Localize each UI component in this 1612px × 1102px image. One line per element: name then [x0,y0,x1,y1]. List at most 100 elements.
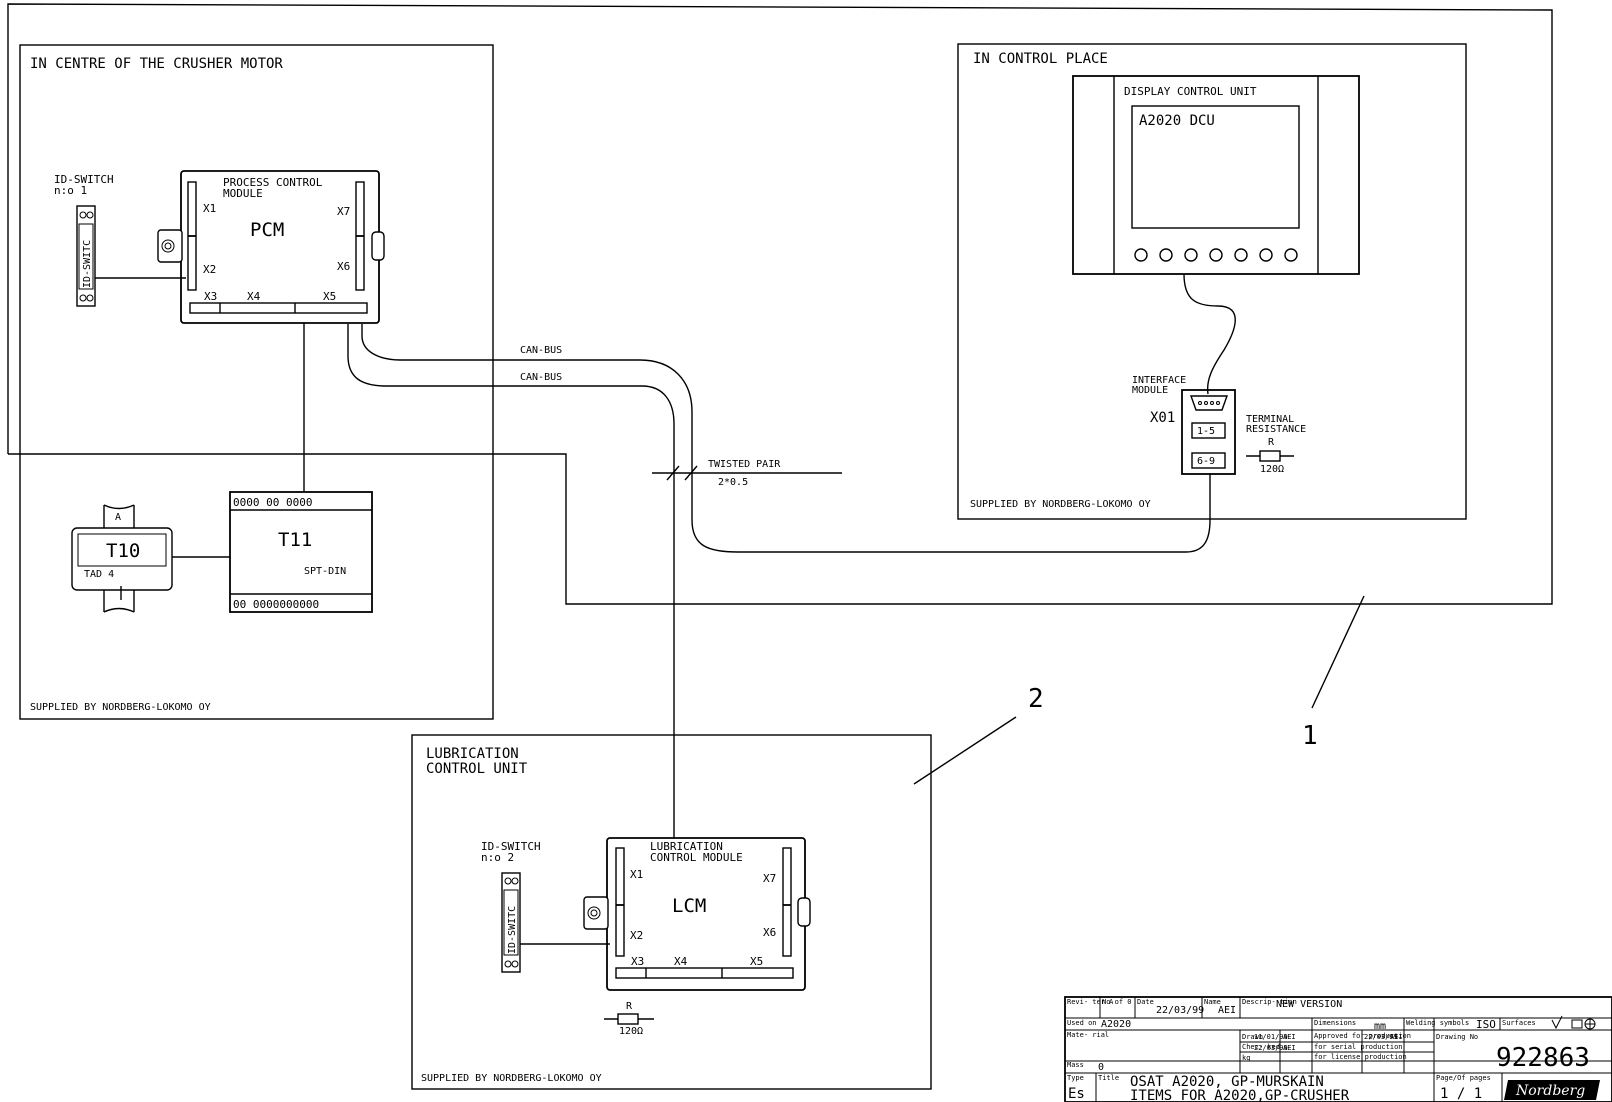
lubrication-title-1: LUBRICATION [426,746,519,762]
tb-dimensions-label: Dimensions [1314,1019,1356,1027]
interface-label-2: MODULE [1132,385,1168,396]
twisted-pair-tick-2 [684,465,698,481]
pcm-port-x5: X5 [323,290,336,303]
callout-2-leader [913,716,1017,785]
t11-name: T11 [278,529,312,551]
surface-symbol-icon [1551,1015,1596,1030]
tb-approved-label: Approved for production [1314,1032,1411,1040]
tb-approved-date: 22/03/99 [1364,1033,1398,1041]
wire-dcu-interface [1183,273,1236,395]
id-switch-1-label: ID-SWITCH [54,173,114,186]
t10-sub: TAD 4 [84,569,114,580]
terminal-label-1: TERMINAL [1246,414,1294,425]
terminal-label-2: RESISTANCE [1246,424,1306,435]
interface-module [1181,389,1236,475]
t11-terminals-top: 0000 00 0000 [233,496,312,509]
interface-pin-6-9: 6-9 [1197,456,1215,467]
tb-license-dummy: kg [1242,1054,1250,1062]
tb-type-label: Type [1067,1074,1084,1082]
can-bus-label-2: CAN-BUS [520,372,562,383]
control-place-frame [957,43,1467,520]
tb-rev-label: Revi- ter A [1067,998,1114,1006]
pcm-port-x6: X6 [337,260,350,273]
id-switch-2-label: ID-SWITCH [481,840,541,853]
lubrication-title-2: CONTROL UNIT [426,761,528,777]
control-place-title: IN CONTROL PLACE [973,51,1108,67]
tb-drawn-date: 11/01/99 [1254,1033,1288,1041]
twisted-pair-spec: 2*0.5 [718,477,748,488]
tb-welding-label: Welding symbols [1406,1019,1469,1027]
tb-desc: NEW VERSION [1276,999,1342,1010]
t10-sensor: A [71,504,173,613]
lcm-module [583,837,811,991]
t11-terminals-bottom: 00 0000000000 [233,598,319,611]
tb-title-1: OSAT A2020, GP-MURSKAIN [1130,1074,1324,1090]
tb-name: AEI [1218,1005,1236,1016]
interface-pin-1-5: 1-5 [1197,426,1215,437]
t10-name: T10 [106,540,140,562]
pcm-title-2: MODULE [223,187,263,200]
id-switch-1: ID-SWITC [76,205,96,307]
tb-pages: 1 / 1 [1440,1086,1482,1102]
tb-material-label: Mate- rial [1067,1031,1109,1039]
lcm-port-x2: X2 [630,929,643,942]
dcu-title: DISPLAY CONTROL UNIT [1124,85,1257,98]
lcm-port-x3: X3 [631,955,644,968]
callout-1-leader [1311,595,1365,709]
crusher-motor-frame [19,44,494,720]
tb-title-2: ITEMS FOR A2020,GP-CRUSHER [1130,1088,1350,1102]
tb-no-label: No of 0 [1102,998,1132,1006]
id-switch-1-number: n:o 1 [54,184,87,197]
pcm-name: PCM [250,219,284,241]
tb-checked-label: Chec- ked [1242,1043,1280,1051]
tb-surfaces-label: Surfaces [1502,1019,1536,1027]
tb-drawing-no-label: Drawing No [1436,1033,1478,1041]
brand-name: Nordberg [1515,1083,1585,1099]
callout-1: 1 [1302,721,1318,751]
tb-date: 22/03/99 [1156,1005,1204,1016]
pcm-port-x7: X7 [337,205,350,218]
tb-dimensions: mm [1374,1021,1386,1032]
tb-used-on: A2020 [1101,1019,1131,1030]
lcm-resistor [604,1013,654,1025]
tb-checked-date: 22/03/99 [1254,1044,1288,1052]
lcm-title-2: CONTROL MODULE [650,851,743,864]
pcm-port-x1: X1 [203,202,216,215]
tb-title-label: Title [1098,1074,1119,1082]
tb-date-label: Date [1137,998,1154,1006]
id-switch-2-body: ID-SWITC [507,906,518,954]
terminal-resistor [1246,450,1294,462]
tb-drawn-label: Drawn [1242,1033,1263,1041]
tb-mass-label: Mass [1067,1061,1084,1069]
tb-used-on-label: Used on [1067,1019,1097,1027]
lubrication-frame [411,734,932,1090]
tb-drawn-name: AEI [1283,1033,1296,1041]
tb-mass: 0 [1098,1062,1104,1073]
twisted-pair-tick-1 [666,465,680,481]
tb-approved-name: AEI [1390,1033,1403,1041]
terminal-symbol: R [1268,437,1275,448]
interface-id: X01 [1150,410,1175,426]
tb-type: Es [1068,1086,1085,1102]
tb-checked-name: AEI [1283,1044,1296,1052]
tb-name-label: Name [1204,998,1221,1006]
t11-sub: SPT-DIN [304,566,346,577]
lcm-title-1: LUBRICATION [650,840,723,853]
pcm-port-x2: X2 [203,263,216,276]
lcm-port-x1: X1 [630,868,643,881]
tb-serial-label: for serial production [1314,1043,1403,1051]
can-bus-cable-1 [361,324,1211,553]
twisted-pair-label: TWISTED PAIR [708,459,781,470]
lcm-port-x5: X5 [750,955,763,968]
tb-welding: ISO [1476,1018,1496,1031]
callout-2: 2 [1028,684,1044,714]
lubrication-supplier: SUPPLIED BY NORDBERG-LOKOMO OY [421,1073,602,1084]
id-switch-2: ID-SWITC [501,872,521,973]
group-boundary-1 [7,3,1553,605]
can-bus-label-1: CAN-BUS [520,345,562,356]
id-switch-1-body: ID-SWITC [82,240,93,288]
crusher-motor-supplier: SUPPLIED BY NORDBERG-LOKOMO OY [30,702,211,713]
dcu-buttons [1134,248,1298,262]
tb-drawing-no: 922863 [1496,1043,1590,1073]
lcm-port-x7: X7 [763,872,776,885]
